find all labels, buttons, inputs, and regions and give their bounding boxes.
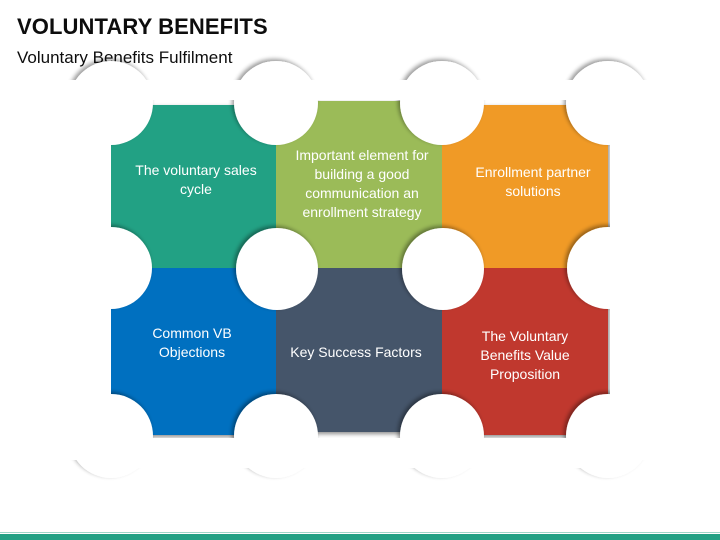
tile-common-vb-objections: Common VB Objections (126, 313, 258, 373)
tile-value-proposition: The Voluntary Benefits Value Proposition (458, 322, 592, 388)
tile-label: Key Success Factors (290, 343, 422, 360)
page-title: VOLUNTARY BENEFITS (17, 14, 268, 39)
cutout-circle (236, 228, 318, 310)
tile-key-success-factors: Key Success Factors (290, 322, 422, 382)
page-subtitle: Voluntary Benefits Fulfilment (17, 48, 233, 67)
tile-enrollment-partner-solutions: Enrollment partner solutions (458, 152, 608, 212)
cutout-circle (234, 61, 318, 145)
footer-accent-line (0, 532, 720, 533)
footer-accent-bar (0, 534, 720, 540)
tile-voluntary-sales-cycle: The voluntary sales cycle (126, 150, 266, 210)
tile-label: Common VB Objections (152, 325, 232, 360)
tile-label: The Voluntary Benefits Value Proposition (480, 327, 570, 382)
tile-communication-enrollment-strategy: Important element for building a good co… (288, 141, 436, 227)
cutout-circle (400, 61, 484, 145)
cutout-circle (402, 228, 484, 310)
tile-label: The voluntary sales cycle (135, 162, 257, 197)
tile-label: Important element for building a good co… (295, 147, 429, 220)
tile-label: Enrollment partner solutions (475, 164, 591, 199)
